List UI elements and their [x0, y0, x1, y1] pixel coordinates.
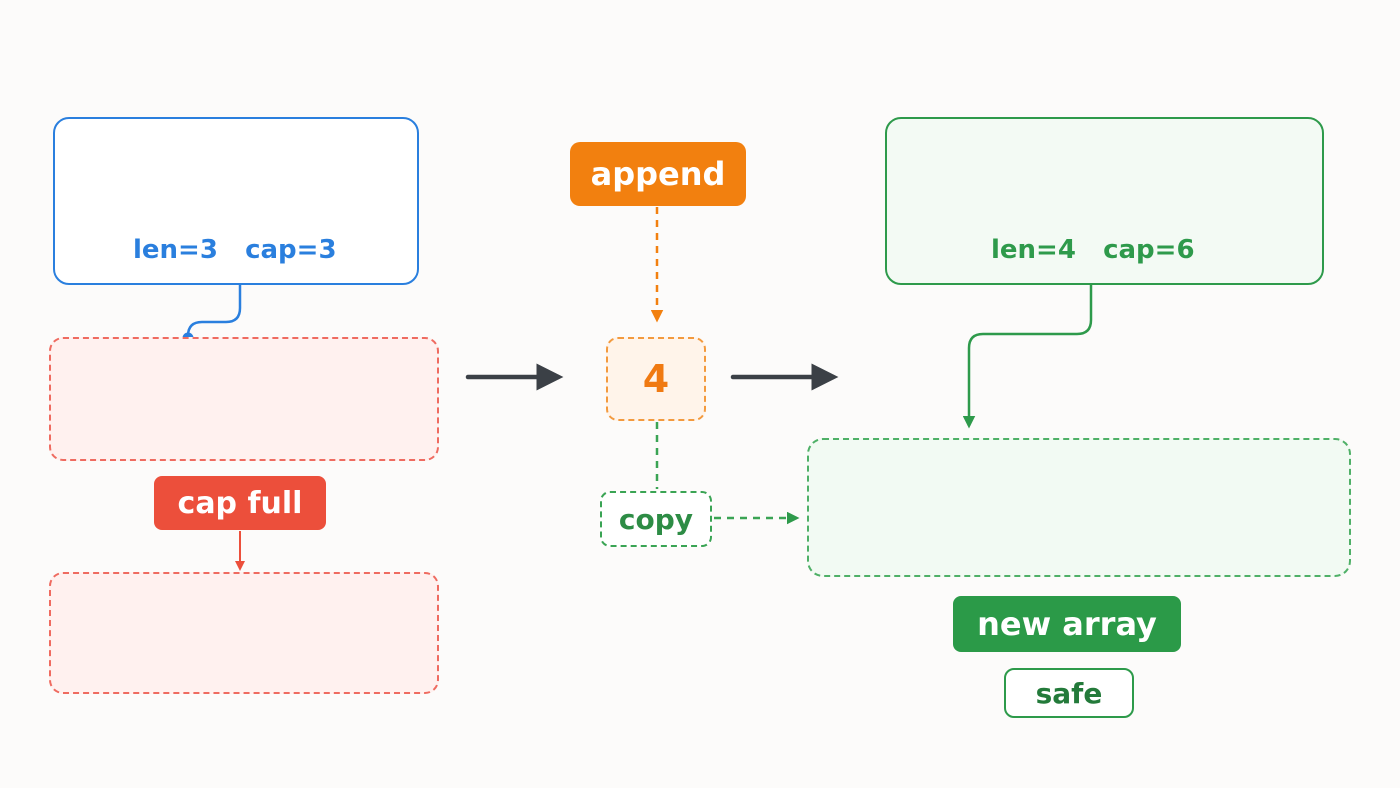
old-backing-array-copy: [49, 572, 439, 694]
old-slice-header: [53, 117, 419, 285]
new-slice-pointer-line: [962, 285, 1093, 429]
cap-full-badge: cap full: [154, 476, 326, 530]
old-slice-pointer-line: [186, 285, 242, 337]
new-slice-len-cap: len=4 cap=6: [991, 235, 1195, 265]
new-backing-array: [807, 438, 1351, 577]
old-backing-array: [49, 337, 439, 461]
append-badge: append: [570, 142, 746, 206]
old-slice-len-cap: len=3 cap=3: [133, 235, 337, 265]
copy-label: copy: [600, 491, 712, 547]
safe-label: safe: [1004, 668, 1134, 718]
appended-value: 4: [606, 337, 706, 421]
new-array-badge: new array: [953, 596, 1181, 652]
new-slice-header: [885, 117, 1324, 285]
